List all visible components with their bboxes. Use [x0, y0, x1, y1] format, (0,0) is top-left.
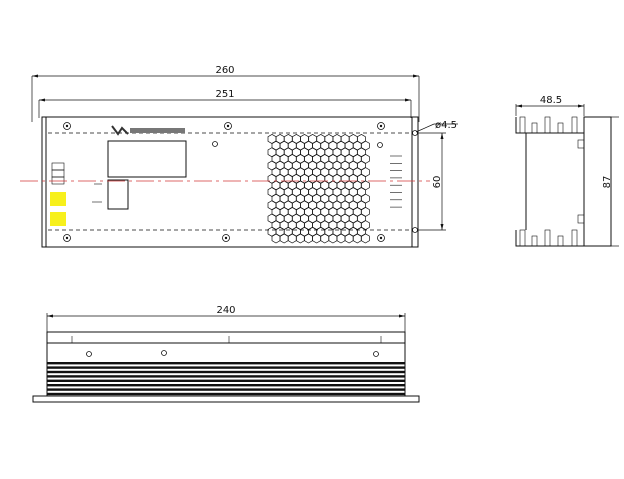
display-window	[107, 140, 187, 178]
ventilation-grille	[267, 133, 370, 244]
dimension-mount-height: 60	[418, 132, 446, 231]
dimension-mounting-width: 251	[38, 89, 412, 118]
side-body	[583, 116, 612, 247]
front-panel-outline	[45, 116, 413, 248]
dim-260-label: 260	[215, 65, 234, 76]
dimension-overall-width: 260	[31, 65, 420, 122]
side-view: 48.5 87	[515, 95, 619, 247]
panel-screws	[63, 122, 385, 242]
side-fins	[519, 116, 578, 247]
brand-logo	[111, 125, 185, 136]
dim-48-5-label: 48.5	[540, 95, 562, 106]
mount-hole-top	[412, 130, 418, 136]
bottom-view: 240	[32, 305, 420, 403]
indicator-block	[50, 162, 66, 226]
dim-251-label: 251	[215, 89, 234, 100]
dim-87-label: 87	[602, 176, 613, 189]
power-switch	[107, 179, 129, 210]
dim-60-label: 60	[432, 176, 443, 189]
dim-240-label: 240	[216, 305, 235, 316]
right-flange	[412, 116, 419, 248]
indicator-pad-1	[50, 192, 66, 206]
indicator-pad-2	[50, 212, 66, 226]
left-flange	[41, 116, 46, 248]
hole-diameter-callout: ø4.5	[415, 120, 458, 133]
bottom-base-plate	[32, 395, 420, 403]
bottom-fins	[47, 362, 405, 396]
front-view: 260 251	[20, 65, 458, 248]
terminal-labels	[390, 155, 402, 208]
hole-diameter-label: ø4.5	[435, 120, 457, 131]
mount-hole-bottom	[412, 227, 418, 233]
